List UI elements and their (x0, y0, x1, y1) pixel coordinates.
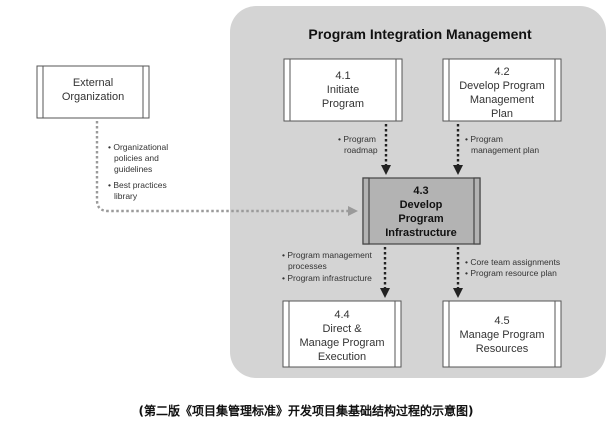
process-4-2-line-2: Develop Program (459, 80, 545, 92)
process-4-3-line-1: 4.3 (413, 185, 428, 197)
process-4-5-line-2: Manage Program (460, 329, 545, 341)
process-4-2-line-4: Plan (491, 108, 513, 120)
flow-note-4-5: • Core team assignments • Program resour… (465, 257, 560, 278)
note-4-5-2: • Program resource plan (465, 268, 557, 278)
process-4-4-line-2: Direct & (322, 323, 362, 335)
process-4-1-line-1: 4.1 (335, 70, 350, 82)
panel-title: Program Integration Management (308, 26, 532, 42)
note-external-3: guidelines (114, 164, 152, 174)
flow-note-4-1: • Program roadmap (338, 134, 378, 155)
external-line-2: Organization (62, 91, 124, 103)
process-4-5-line-1: 4.5 (494, 315, 509, 327)
process-4-3-line-2: Develop (400, 199, 443, 211)
process-4-1-line-2: Initiate (327, 84, 359, 96)
process-4-1-box: 4.1 Initiate Program (283, 58, 403, 122)
process-4-2-line-1: 4.2 (494, 66, 509, 78)
note-external-2: policies and (114, 153, 159, 163)
note-4-1-2: roadmap (344, 145, 378, 155)
note-external-5: library (114, 191, 138, 201)
process-4-5-line-3: Resources (476, 343, 529, 355)
note-4-4-3: • Program infrastructure (282, 273, 372, 283)
external-line-1: External (73, 77, 113, 89)
process-4-2-box: 4.2 Develop Program Management Plan (442, 58, 562, 122)
note-4-5-1: • Core team assignments (465, 257, 560, 267)
flow-note-4-2: • Program management plan (465, 134, 539, 155)
note-external-1: • Organizational (108, 142, 168, 152)
process-4-1-line-3: Program (322, 98, 364, 110)
note-4-2-2: management plan (471, 145, 539, 155)
arrow-external-to-4-3 (95, 121, 358, 216)
note-4-4-2: processes (288, 261, 327, 271)
figure-caption: (第二版《项目集管理标准》开发项目集基础结构过程的示意图) (139, 403, 474, 418)
flow-note-4-4: • Program management processes • Program… (282, 250, 373, 283)
process-4-4-box: 4.4 Direct & Manage Program Execution (282, 300, 402, 368)
external-organization-box: External Organization (36, 65, 150, 119)
note-4-1-1: • Program (338, 134, 376, 144)
process-4-4-line-4: Execution (318, 351, 366, 363)
note-4-2-1: • Program (465, 134, 503, 144)
note-4-4-1: • Program management (282, 250, 373, 260)
process-4-4-line-1: 4.4 (334, 309, 349, 321)
process-4-5-box: 4.5 Manage Program Resources (442, 300, 562, 368)
note-external-4: • Best practices (108, 180, 167, 190)
process-4-3-box: 4.3 Develop Program Infrastructure (362, 177, 481, 245)
process-4-4-line-3: Manage Program (300, 337, 385, 349)
process-4-3-line-4: Infrastructure (385, 227, 457, 239)
process-4-2-line-3: Management (470, 94, 534, 106)
flow-note-external: • Organizational policies and guidelines… (108, 142, 168, 201)
process-4-3-line-3: Program (398, 213, 443, 225)
